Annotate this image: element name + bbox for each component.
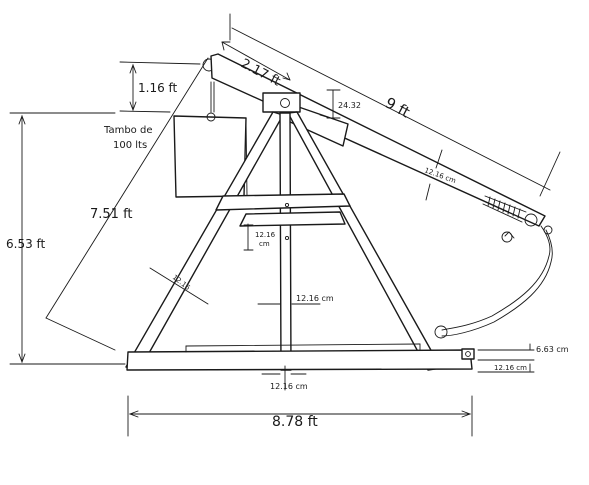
frame-base [126,343,475,371]
label-crossbar-thickness-1: 12.16 [255,231,276,239]
arm-grip-wrap [482,195,538,227]
label-post-thickness: 12.16 cm [296,294,334,303]
dim-frame-height [9,112,126,365]
dim-base-thickness [261,365,307,391]
dim-axle-block [326,89,341,119]
label-trough-height: 6.63 cm [536,345,569,354]
dim-arm-total [229,13,561,197]
dim-trough [477,343,535,373]
label-arm-total: 9 ft [382,94,413,122]
dim-counterweight-drop [119,61,201,113]
label-base-length: 8.78 ft [272,414,318,430]
dim-leg-length [45,57,209,351]
dim-arm-short [221,41,291,81]
label-counterweight-line2: 100 lts [113,140,147,151]
sling [434,225,553,339]
frame-right-leg [287,111,442,371]
label-axle-block: 24.32 [338,101,361,110]
label-crossbar-thickness-2: cm [259,240,270,248]
dim-leg-thickness [149,267,209,305]
label-leg-length: 7.51 ft [90,207,133,222]
dim-crossbar-thickness [243,223,254,251]
axle-block [262,92,301,113]
label-trough-beam: 12.16 cm [494,364,527,372]
frame-crossbars [215,193,351,241]
axle-pin-icon [280,98,290,108]
dim-arm-thickness [425,149,443,201]
label-counterweight-drop: 1.16 ft [138,81,178,95]
label-frame-height: 6.53 ft [6,237,46,251]
label-base-thickness: 12.16 cm [270,382,308,391]
frame-center-post [279,112,292,371]
counterweight-hanger [202,58,216,113]
dim-base-length [127,395,473,437]
label-counterweight-line1: Tambo de [103,125,152,136]
